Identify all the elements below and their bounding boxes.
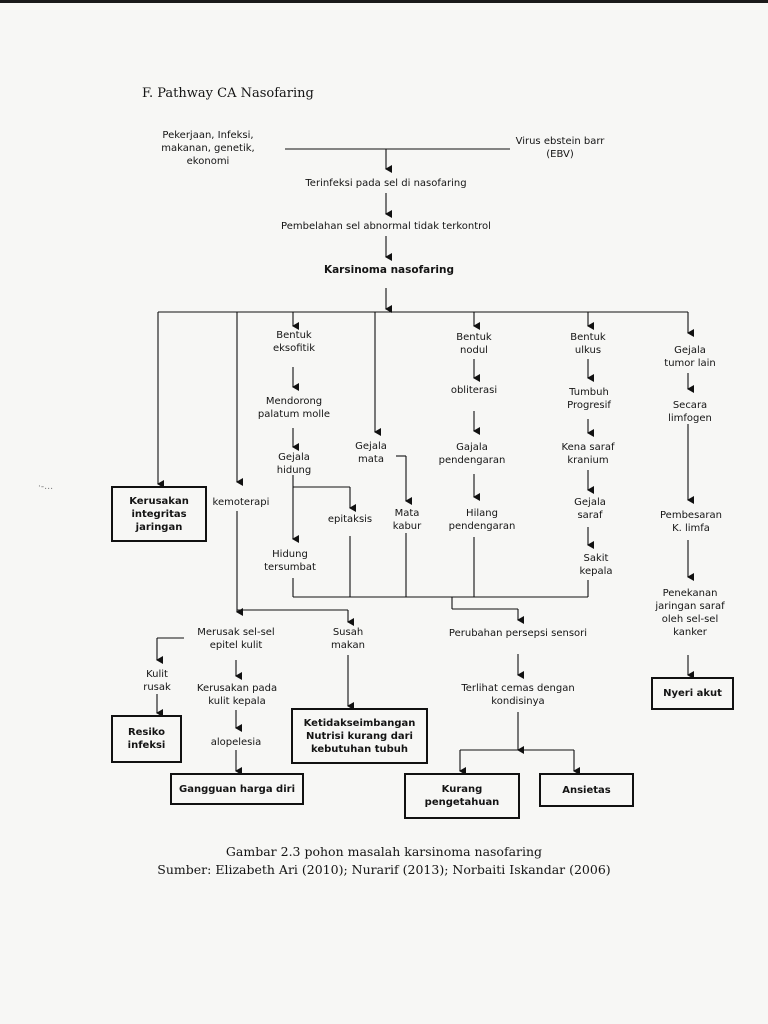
- ulcer-label: Bentuk ulkus: [570, 332, 606, 356]
- diagnosis-self-esteem: Gangguan harga diri: [170, 773, 304, 805]
- nasal-symptom-label: Gejala hidung: [276, 452, 312, 476]
- figure-source: Sumber: Elizabeth Ari (2010); Nurarif (2…: [157, 862, 611, 877]
- chemotherapy-label: kemoterapi: [212, 497, 270, 508]
- figure-caption: Gambar 2.3 pohon masalah karsinoma nasof…: [225, 844, 543, 859]
- eye-symptom-label: Gejala mata: [355, 441, 387, 465]
- causes-label: Pekerjaan, Infeksi, makanan, genetik, ek…: [161, 130, 255, 167]
- hearing-symptom-label: Gajala pendengaran: [438, 442, 506, 466]
- margin-mark: ·-…: [38, 482, 54, 492]
- nerve-symptom-label: Gejala saraf: [574, 497, 606, 521]
- diagnosis-anxiety: Ansietas: [539, 773, 634, 807]
- scan-edge-line: [0, 0, 768, 3]
- alopecia-label: alopelesia: [210, 737, 262, 748]
- blurry-eye-label: Mata kabur: [392, 508, 422, 532]
- hard-to-eat-label: Susah makan: [331, 627, 365, 651]
- page-heading: F. Pathway CA Nasofaring: [142, 86, 314, 101]
- obliteration-label: obliterasi: [450, 385, 498, 396]
- lymphogen-label: Secara limfogen: [668, 400, 712, 424]
- exophytic-label: Bentuk eksofitik: [272, 330, 316, 354]
- hearing-loss-label: Hilang pendengaran: [448, 508, 516, 532]
- cranial-nerve-label: Kena saraf kranium: [561, 442, 615, 466]
- anxious-look-label: Terlihat cemas dengan kondisinya: [461, 683, 575, 707]
- headache-label: Sakit kepala: [579, 553, 613, 577]
- diagnosis-tissue-integrity: Kerusakan integritas jaringan: [111, 486, 207, 542]
- division-label: Pembelahan sel abnormal tidak terkontrol: [281, 221, 491, 232]
- sensory-perception-label: Perubahan persepsi sensori: [448, 628, 588, 639]
- virus-label: Virus ebstein barr (EBV): [515, 136, 605, 160]
- damaged-skin-label: Kulit rusak: [143, 669, 171, 693]
- carcinoma-label: Karsinoma nasofaring: [323, 264, 455, 276]
- diagnosis-infection-risk: Resiko infeksi: [111, 715, 182, 763]
- palatum-label: Mendorong palatum molle: [257, 396, 331, 420]
- nodule-label: Bentuk nodul: [456, 332, 492, 356]
- other-tumor-label: Gejala tumor lain: [664, 345, 716, 369]
- progressive-label: Tumbuh Progresif: [567, 387, 611, 411]
- epithelial-damage-label: Merusak sel-sel epitel kulit: [197, 627, 275, 651]
- diagnosis-knowledge: Kurang pengetahuan: [404, 773, 520, 819]
- nerve-compression-label: Penekanan jaringan saraf oleh sel-sel ka…: [655, 588, 725, 638]
- lymph-enlargement-label: Pembesaran K. limfa: [660, 510, 722, 534]
- diagnosis-acute-pain: Nyeri akut: [651, 677, 734, 710]
- epistaxis-label: epitaksis: [327, 514, 373, 525]
- blocked-nose-label: Hidung tersumbat: [264, 549, 316, 573]
- scalp-damage-label: Kerusakan pada kulit kepala: [196, 683, 278, 707]
- diagnosis-nutrition: Ketidakseimbangan Nutrisi kurang dari ke…: [291, 708, 428, 764]
- infected-label: Terinfeksi pada sel di nasofaring: [305, 178, 467, 189]
